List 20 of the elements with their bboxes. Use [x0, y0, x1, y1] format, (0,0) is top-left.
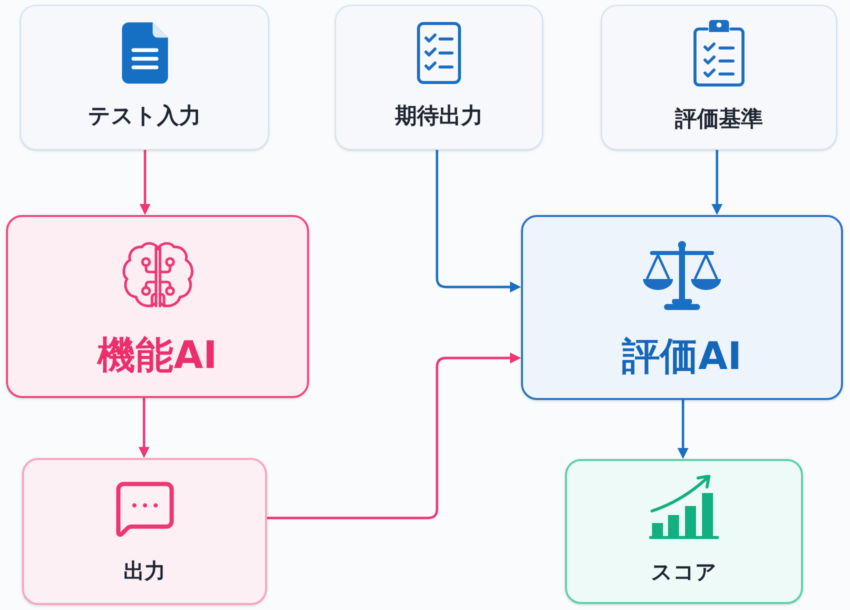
- score-card: [565, 459, 803, 604]
- ai-model-box: [521, 215, 843, 400]
- node-label: 期待出力: [395, 103, 483, 131]
- input-card: [20, 5, 269, 150]
- arrow: [140, 150, 150, 215]
- arrow: [138, 398, 150, 458]
- node-label: 機能AI: [98, 336, 218, 374]
- arrow: [712, 150, 722, 215]
- node-label: スコア: [651, 558, 717, 586]
- arrow: [267, 352, 521, 520]
- node-label: 評価基準: [675, 106, 763, 134]
- input-card: [601, 5, 837, 150]
- arrow: [678, 400, 688, 459]
- arrow: [436, 150, 521, 292]
- node-label: テスト入力: [88, 103, 201, 131]
- ai-model-box: [6, 215, 309, 398]
- node-label: 評価AI: [622, 336, 742, 374]
- input-card: [335, 5, 543, 150]
- output-card: [22, 458, 267, 605]
- node-label: 出力: [124, 558, 166, 585]
